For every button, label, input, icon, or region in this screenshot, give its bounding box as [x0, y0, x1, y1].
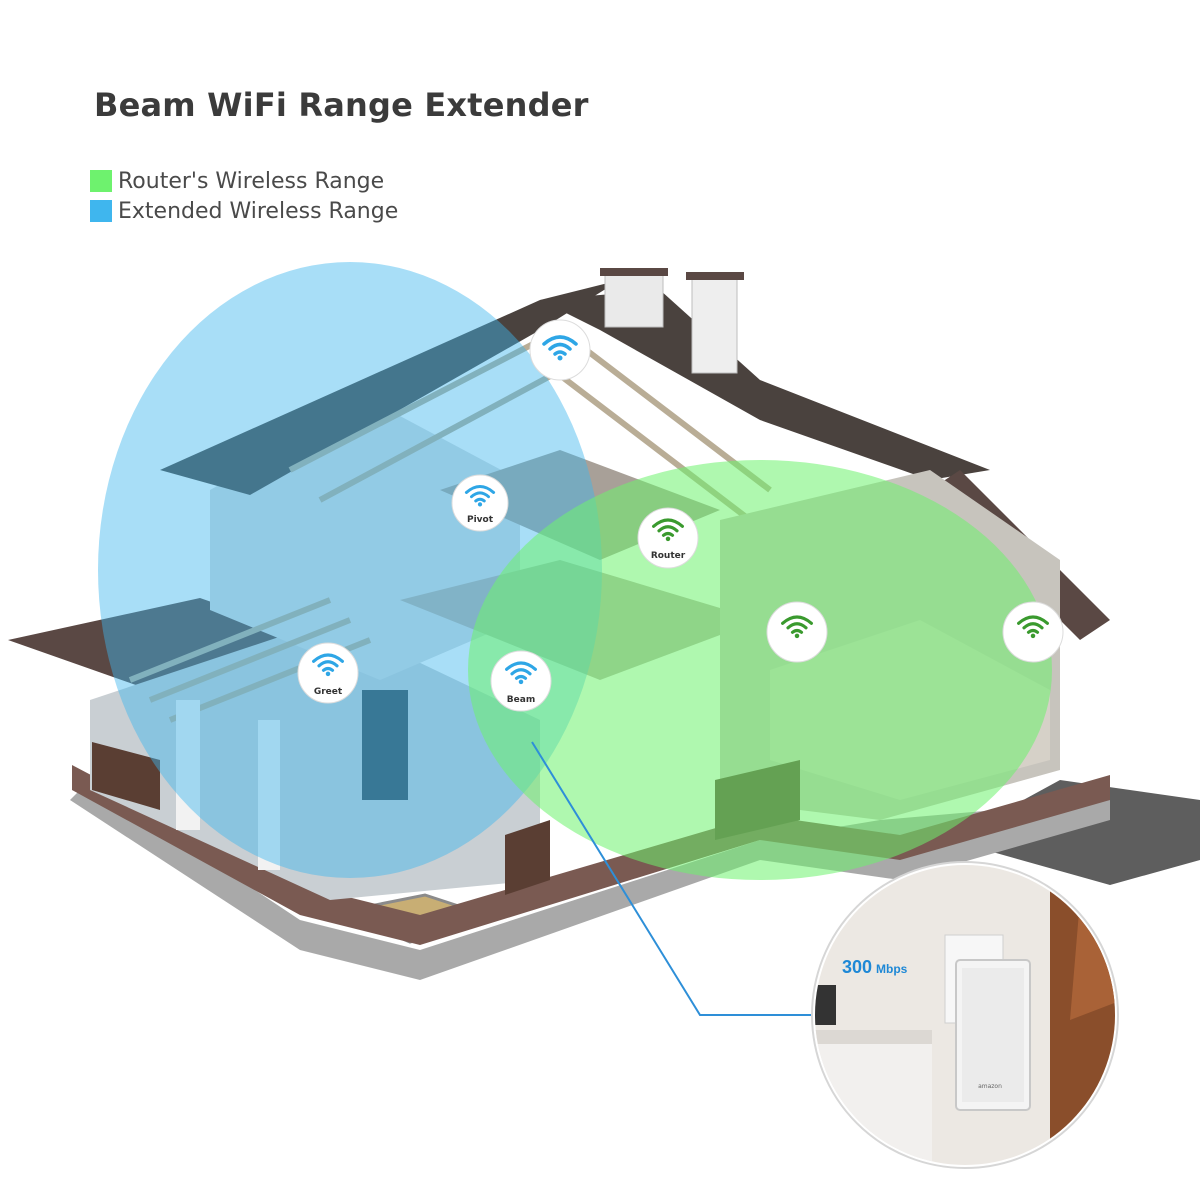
device-badge-right-far: [1002, 601, 1064, 663]
porch-pillar: [258, 720, 280, 870]
porch-pillar: [176, 700, 200, 830]
device-brand: amazon: [978, 1083, 1002, 1090]
house-left-wall: [90, 620, 540, 900]
roof-left: [160, 280, 620, 495]
legend-swatch-blue: [90, 200, 112, 222]
chimney-right-cap: [686, 272, 744, 280]
device-label: Greet: [314, 687, 343, 697]
front-door: [362, 690, 408, 800]
extended-range-area: [98, 262, 602, 878]
legend-item-extended-range: Extended Wireless Range: [90, 196, 398, 226]
device-badge-pivot: Pivot: [451, 474, 509, 532]
legend: Router's Wireless Range Extended Wireles…: [90, 166, 398, 226]
device-badge-greet: Greet: [297, 642, 359, 704]
porch-railing: [92, 742, 160, 810]
device-label: Beam: [507, 695, 535, 705]
device-label: Router: [651, 551, 686, 561]
device-label: Pivot: [467, 515, 494, 525]
speed-value: 300: [842, 957, 872, 977]
speed-unit: Mbps: [876, 962, 908, 976]
chimney-left: [604, 271, 664, 328]
beam-connector-line: [531, 741, 840, 1016]
device-badge-right-mid: [766, 601, 828, 663]
router-range-area: [468, 460, 1052, 880]
page-title: Beam WiFi Range Extender: [94, 86, 589, 124]
chimney-right: [691, 277, 738, 374]
product-inset: amazon 300 Mbps: [811, 861, 1119, 1169]
roof-center: [540, 290, 990, 480]
chimney-left-cap: [600, 268, 668, 276]
railing-right: [505, 820, 550, 895]
foundation: [72, 765, 1110, 945]
device-badge-router: Router: [637, 507, 699, 569]
legend-label: Extended Wireless Range: [118, 198, 399, 224]
device-badge-beam: Beam: [490, 650, 552, 712]
legend-swatch-green: [90, 170, 112, 192]
legend-label: Router's Wireless Range: [118, 168, 385, 194]
legend-item-router-range: Router's Wireless Range: [90, 166, 398, 196]
device-badge-top: [529, 319, 591, 381]
